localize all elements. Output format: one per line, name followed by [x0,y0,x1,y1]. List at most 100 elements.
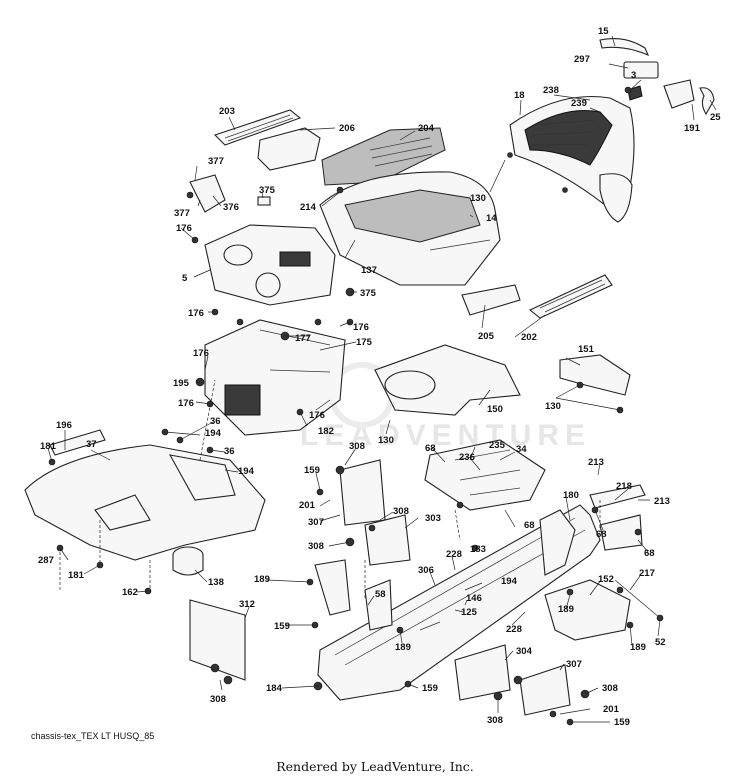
bracket-parts [189,459,661,716]
callout-238: 238 [543,85,559,96]
callout-34: 34 [516,444,527,455]
callout-287: 287 [38,555,54,566]
seat-plate-part [424,439,546,511]
callout-308d: 308 [210,694,226,705]
callout-196: 196 [56,420,72,431]
callout-176b: 176 [188,308,204,319]
callout-176d: 176 [193,348,209,359]
callout-213b: 213 [654,496,670,507]
callout-312: 312 [239,599,255,610]
callout-36b: 36 [224,446,235,457]
callout-377a: 377 [208,156,224,167]
callout-308c: 308 [308,541,324,552]
callout-235: 235 [489,440,506,451]
callout-308b: 308 [393,506,409,517]
callout-303: 303 [425,513,441,524]
callout-125: 125 [461,607,478,618]
watermark-text: LEADVENTURE [300,419,591,452]
callout-3: 3 [631,70,636,81]
callout-150: 150 [487,404,503,415]
callout-239: 239 [571,98,587,109]
callout-175: 175 [356,337,373,348]
callout-183: 183 [470,544,486,555]
callout-5: 5 [182,273,188,284]
callout-25: 25 [710,112,721,123]
callout-176e: 176 [178,398,194,409]
callout-189c: 189 [558,604,574,615]
callout-36a: 36 [210,416,221,427]
callout-130a: 130 [470,193,486,204]
callout-202: 202 [521,332,537,343]
callout-306: 306 [418,565,434,576]
callout-labels: 15 297 3 191 25 18 238 239 130 203 206 2… [38,26,721,728]
callout-151: 151 [578,344,595,355]
callout-68c: 68 [596,529,607,540]
callout-130b: 130 [545,401,561,412]
diagram-caption: chassis-tex_TEX LT HUSQ_85 [31,731,155,741]
callout-217: 217 [639,568,655,579]
callout-68d: 68 [644,548,655,559]
leader-lines [47,35,717,723]
callout-204: 204 [418,123,435,134]
callout-68a: 68 [425,443,436,454]
callout-181a: 181 [40,441,57,452]
callout-201b: 201 [603,704,620,715]
callout-236: 236 [459,452,475,463]
dash-panel-part [319,171,613,319]
callout-194c: 194 [501,576,518,587]
callout-203: 203 [219,106,235,117]
callout-184: 184 [266,683,283,694]
callout-182: 182 [318,426,334,437]
callout-228a: 228 [446,549,462,560]
callout-297: 297 [574,54,590,65]
callout-177: 177 [295,333,311,344]
callout-308a: 308 [349,441,365,452]
callout-14: 14 [486,213,497,224]
callout-146: 146 [466,593,482,604]
callout-307b: 307 [566,659,582,670]
dashed-guides [59,379,601,600]
callout-37: 37 [86,439,97,450]
callout-176a: 176 [176,223,192,234]
fuel-tank-part [374,344,521,416]
callout-176f: 176 [309,410,325,421]
render-credit: Rendered by LeadVenture, Inc. [276,759,474,774]
callout-308f: 308 [602,683,618,694]
callout-189b: 189 [395,642,411,653]
callout-304: 304 [516,646,533,657]
hood-emblem-part [599,38,715,116]
callout-52: 52 [655,637,666,648]
callout-162: 162 [122,587,138,598]
callout-159a: 159 [304,465,320,476]
dash-upper-part [213,109,446,186]
callout-189a: 189 [254,574,270,585]
callout-180: 180 [563,490,579,501]
callout-176c: 176 [353,322,369,333]
console-part [189,174,336,306]
callout-189d: 189 [630,642,646,653]
fender-part [24,429,266,576]
callout-58: 58 [375,589,386,600]
callout-206: 206 [339,123,355,134]
callout-307a: 307 [308,517,324,528]
callout-181b: 181 [68,570,85,581]
frame-part [314,484,646,701]
callout-137: 137 [361,265,377,276]
callout-194a: 194 [205,428,222,439]
bracket-151-part [559,354,631,396]
hood-part [509,95,635,223]
callout-376: 376 [223,202,239,213]
callout-194b: 194 [238,466,255,477]
callout-375a: 375 [259,185,276,196]
callout-159c: 159 [422,683,438,694]
callout-159b: 159 [274,621,290,632]
callout-375b: 375 [360,288,377,299]
callout-308e: 308 [487,715,503,726]
callout-195: 195 [173,378,190,389]
callout-15: 15 [598,26,609,37]
callout-18: 18 [514,90,525,101]
callout-201a: 201 [299,500,316,511]
callout-205: 205 [478,331,495,342]
callout-191: 191 [684,123,701,134]
